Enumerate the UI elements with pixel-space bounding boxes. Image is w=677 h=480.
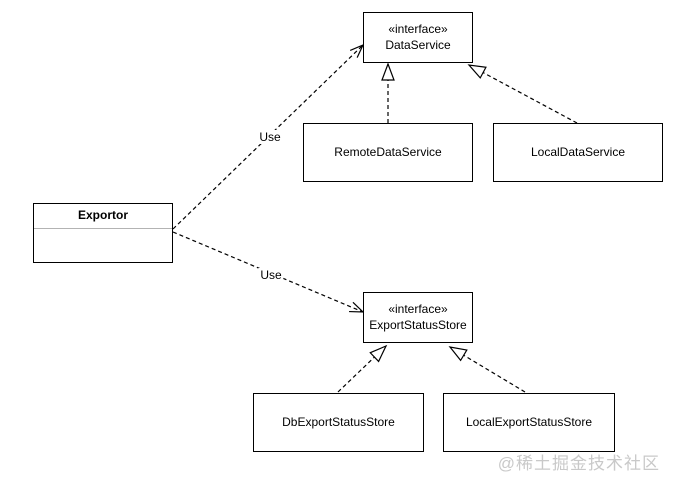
class-name: RemoteDataService xyxy=(334,144,442,159)
realization-edge-localexportstatusstore-exportstatusstore xyxy=(448,346,526,393)
realization-edge-localdataservice-dataservice xyxy=(467,64,578,124)
edge-label-use-exportstatusstore: Use xyxy=(258,268,284,282)
dependency-edge-exportor-exportstatusstore xyxy=(172,231,365,313)
class-box-dbexportstatusstore: DbExportStatusStore xyxy=(253,393,424,452)
class-box-remotedataservice: RemoteDataService xyxy=(303,123,473,182)
watermark: @稀土掘金技术社区 xyxy=(497,454,660,473)
class-box-exportor: Exportor xyxy=(33,203,173,263)
edge-label-use-dataservice: Use xyxy=(257,130,283,144)
class-name: LocalExportStatusStore xyxy=(465,414,593,429)
class-box-exportstatusstore: «interface» ExportStatusStore xyxy=(363,292,473,343)
class-box-dataservice: «interface» DataService xyxy=(363,12,473,63)
class-name: DataService xyxy=(385,37,451,52)
stereotype-label: «interface» xyxy=(388,301,448,316)
class-name: DbExportStatusStore xyxy=(282,414,395,429)
dependency-edge-exportor-dataservice xyxy=(172,43,365,230)
class-box-localdataservice: LocalDataService xyxy=(493,123,663,182)
class-name: ExportStatusStore xyxy=(369,317,467,332)
stereotype-label: «interface» xyxy=(388,21,448,36)
class-box-localexportstatusstore: LocalExportStatusStore xyxy=(443,393,615,452)
class-body-compartment xyxy=(34,228,172,262)
realization-edge-dbexportstatusstore-exportstatusstore xyxy=(337,344,388,393)
class-name: LocalDataService xyxy=(530,144,626,159)
class-name: Exportor xyxy=(77,208,128,223)
